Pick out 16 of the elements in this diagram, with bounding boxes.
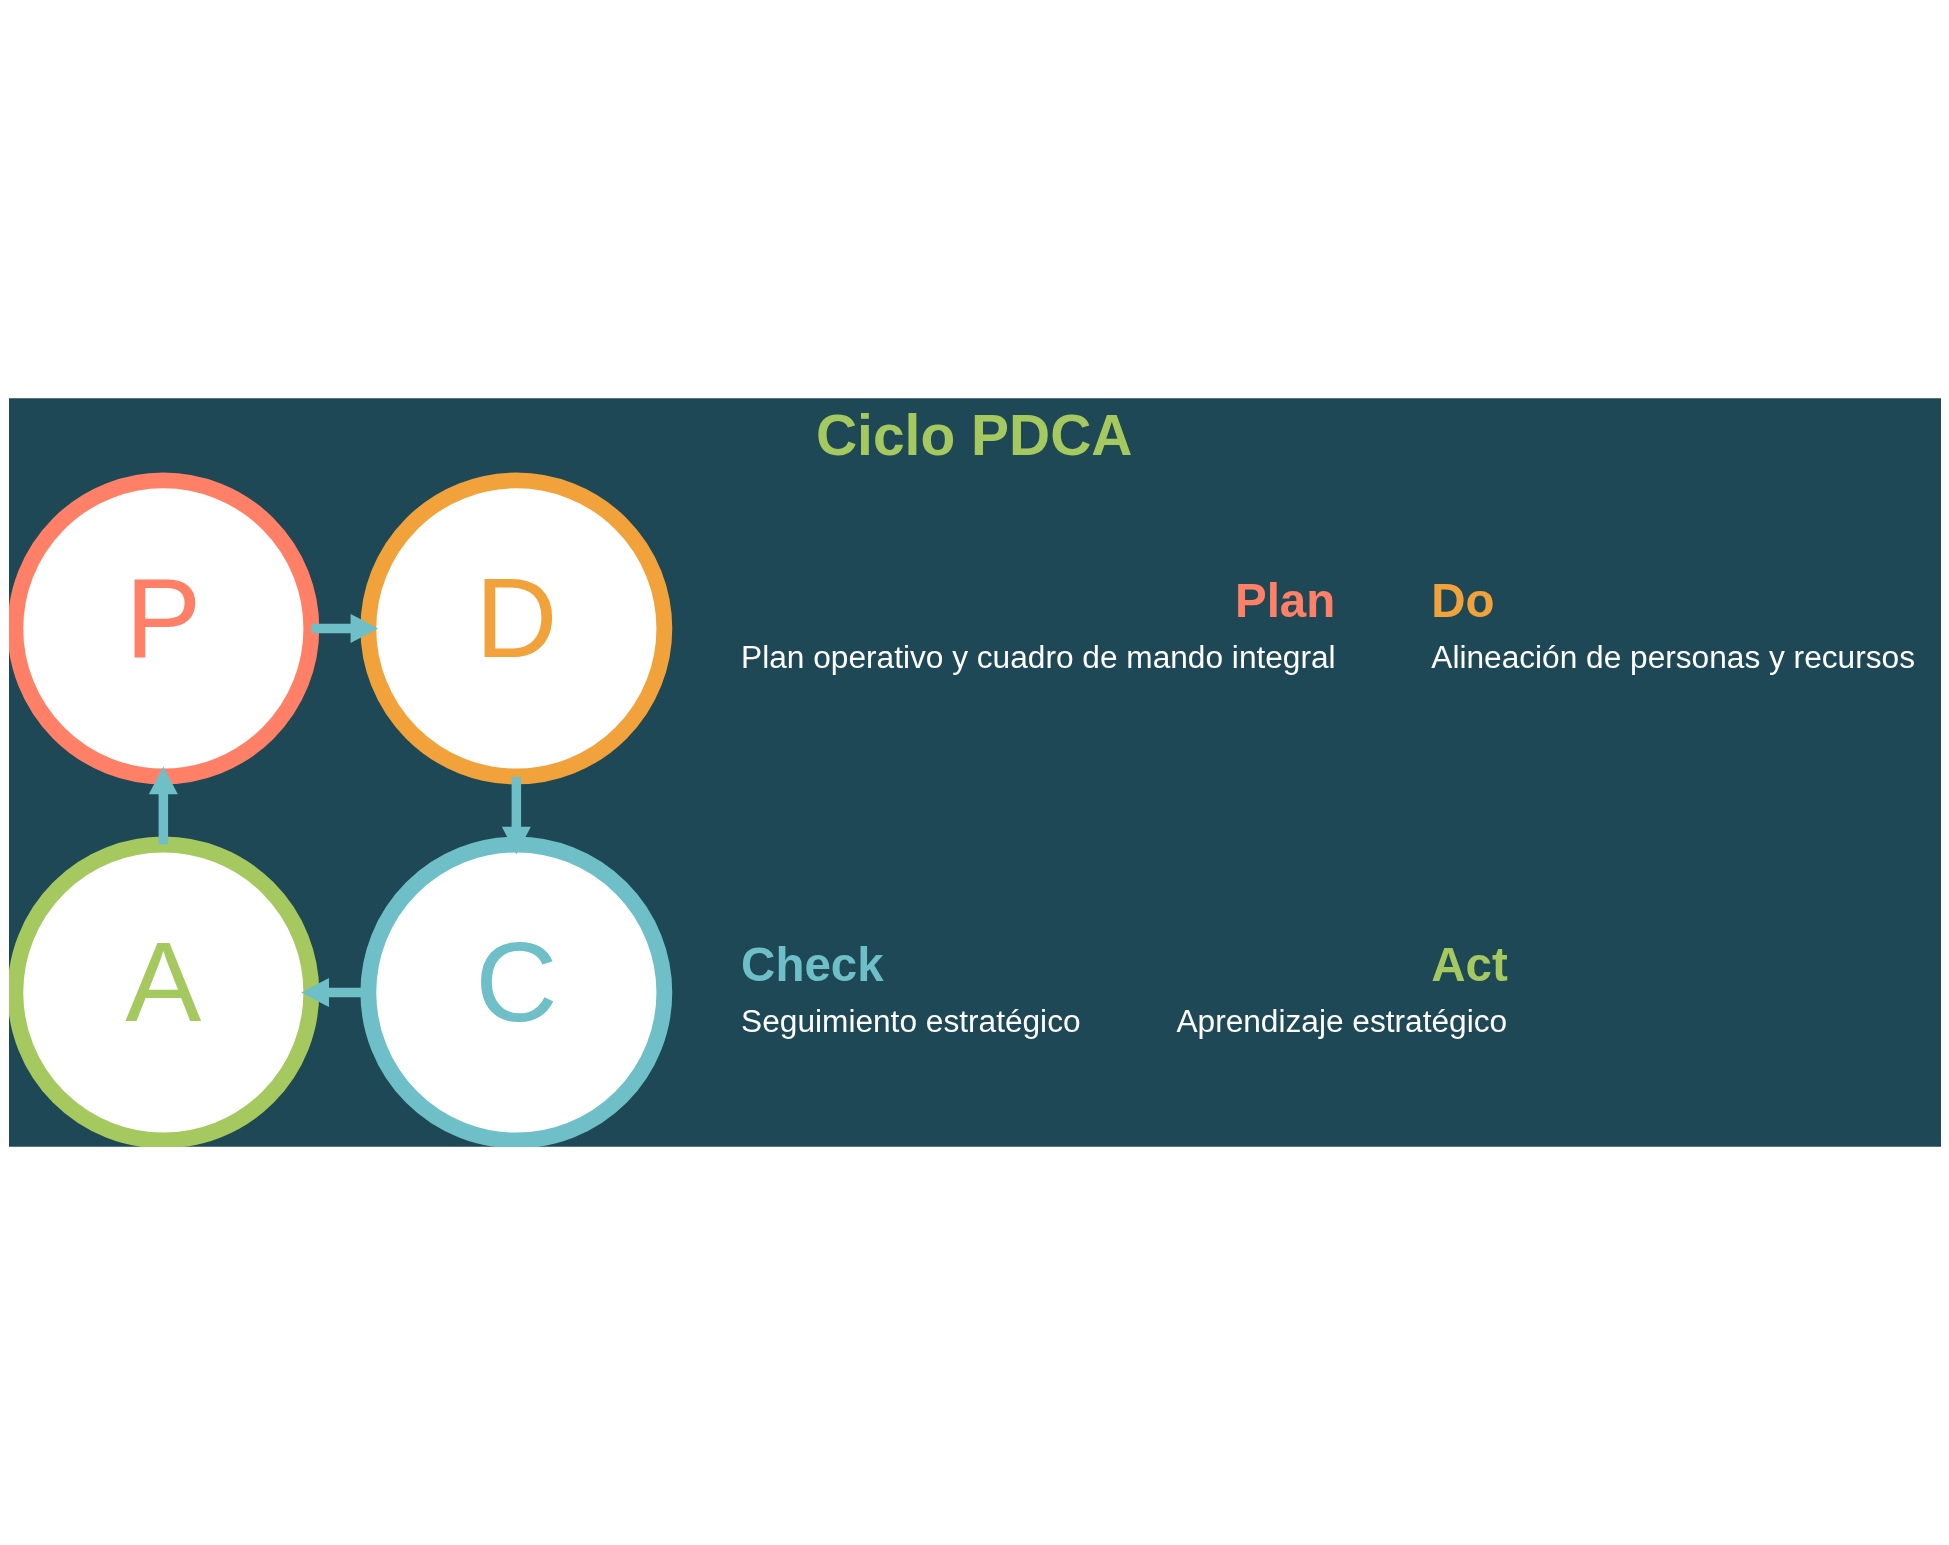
node-label: Do [1430,574,1495,628]
node-label: Act [1430,938,1508,992]
node-circle: A [8,836,319,1147]
node-label: Plan [1234,574,1335,628]
diagram-title: Ciclo PDCA [815,402,1132,467]
node-circle: C [359,836,672,1147]
node-label: Alineación de personas y recursos [1430,639,1915,676]
node-label: Check [740,938,884,992]
node-label: Seguimiento estratégico [740,1003,1081,1040]
node-label: Plan operativo y cuadro de mando integral [740,639,1336,676]
arrow [501,776,531,855]
arrow [148,766,178,845]
node-circle: D [359,472,672,785]
node-circle: P [8,472,319,785]
node-label: Aprendizaje estratégico [1175,1003,1507,1040]
arrow [311,613,378,643]
